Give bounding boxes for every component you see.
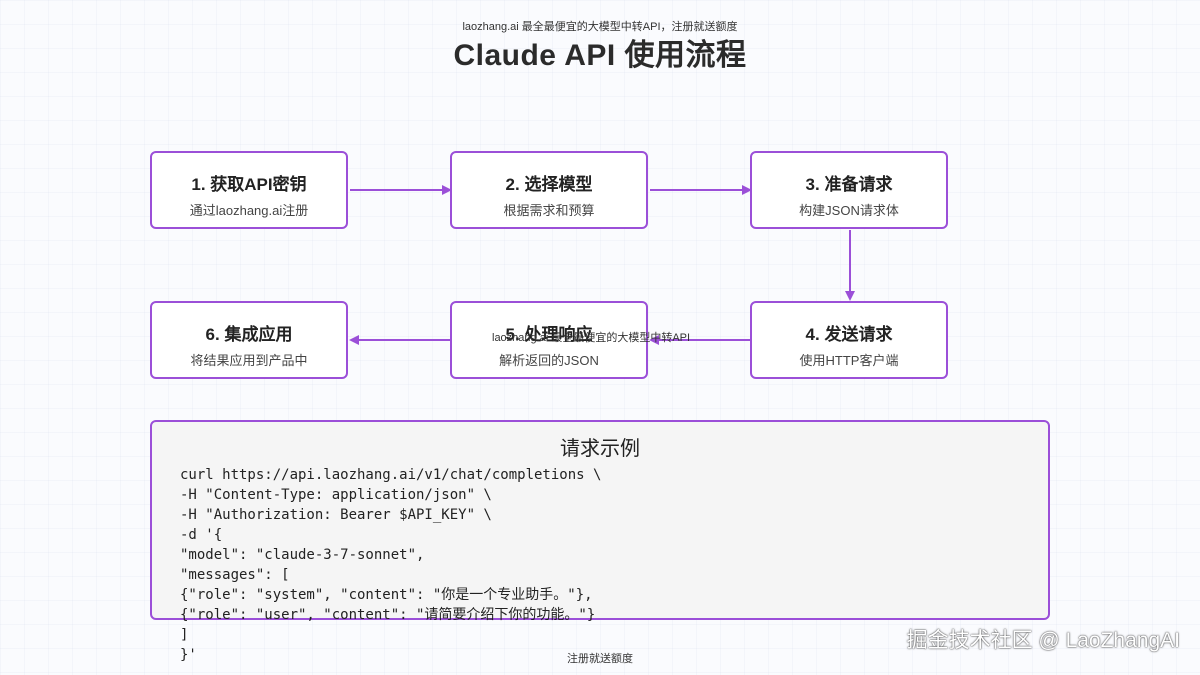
bottom-banner: 注册就送额度 xyxy=(567,653,633,665)
step-title: 6. 集成应用 xyxy=(205,325,293,344)
step-description: 将结果应用到产品中 xyxy=(190,353,308,368)
step-title: 3. 准备请求 xyxy=(805,175,893,194)
step-choose-model: 2. 选择模型 根据需求和预算 xyxy=(450,151,648,229)
step-description: 通过laozhang.ai注册 xyxy=(189,203,309,218)
step-title: 5. 处理响应 xyxy=(505,325,593,344)
step-description: 解析返回的JSON xyxy=(499,353,599,368)
step-description: 根据需求和预算 xyxy=(503,203,595,218)
request-example-title: 请求示例 xyxy=(560,438,640,460)
step-integrate-app: 6. 集成应用 将结果应用到产品中 xyxy=(150,301,348,379)
step-send-request: 4. 发送请求 使用HTTP客户端 xyxy=(750,301,948,379)
overlay-watermark-text: laozhang.ai 最全最便宜的大模型中转API xyxy=(492,332,691,344)
site-watermark: 掘金技术社区 @ LaoZhangAI xyxy=(906,629,1180,652)
request-example-code: curl https://api.laozhang.ai/v1/chat/com… xyxy=(180,467,602,663)
step-title: 4. 发送请求 xyxy=(805,325,893,344)
step-title: 2. 选择模型 xyxy=(505,175,593,194)
step-get-api-key: 1. 获取API密钥 通过laozhang.ai注册 xyxy=(150,151,348,229)
step-prepare-request: 3. 准备请求 构建JSON请求体 xyxy=(750,151,948,229)
top-banner: laozhang.ai 最全最便宜的大模型中转API，注册就送额度 xyxy=(462,21,738,33)
step-handle-response: 5. 处理响应 解析返回的JSON xyxy=(450,301,648,379)
step-description: 构建JSON请求体 xyxy=(799,203,899,218)
step-description: 使用HTTP客户端 xyxy=(799,353,899,368)
diagram-title: Claude API 使用流程 xyxy=(453,39,747,72)
request-example-panel xyxy=(150,420,1050,620)
step-title: 1. 获取API密钥 xyxy=(191,175,307,194)
